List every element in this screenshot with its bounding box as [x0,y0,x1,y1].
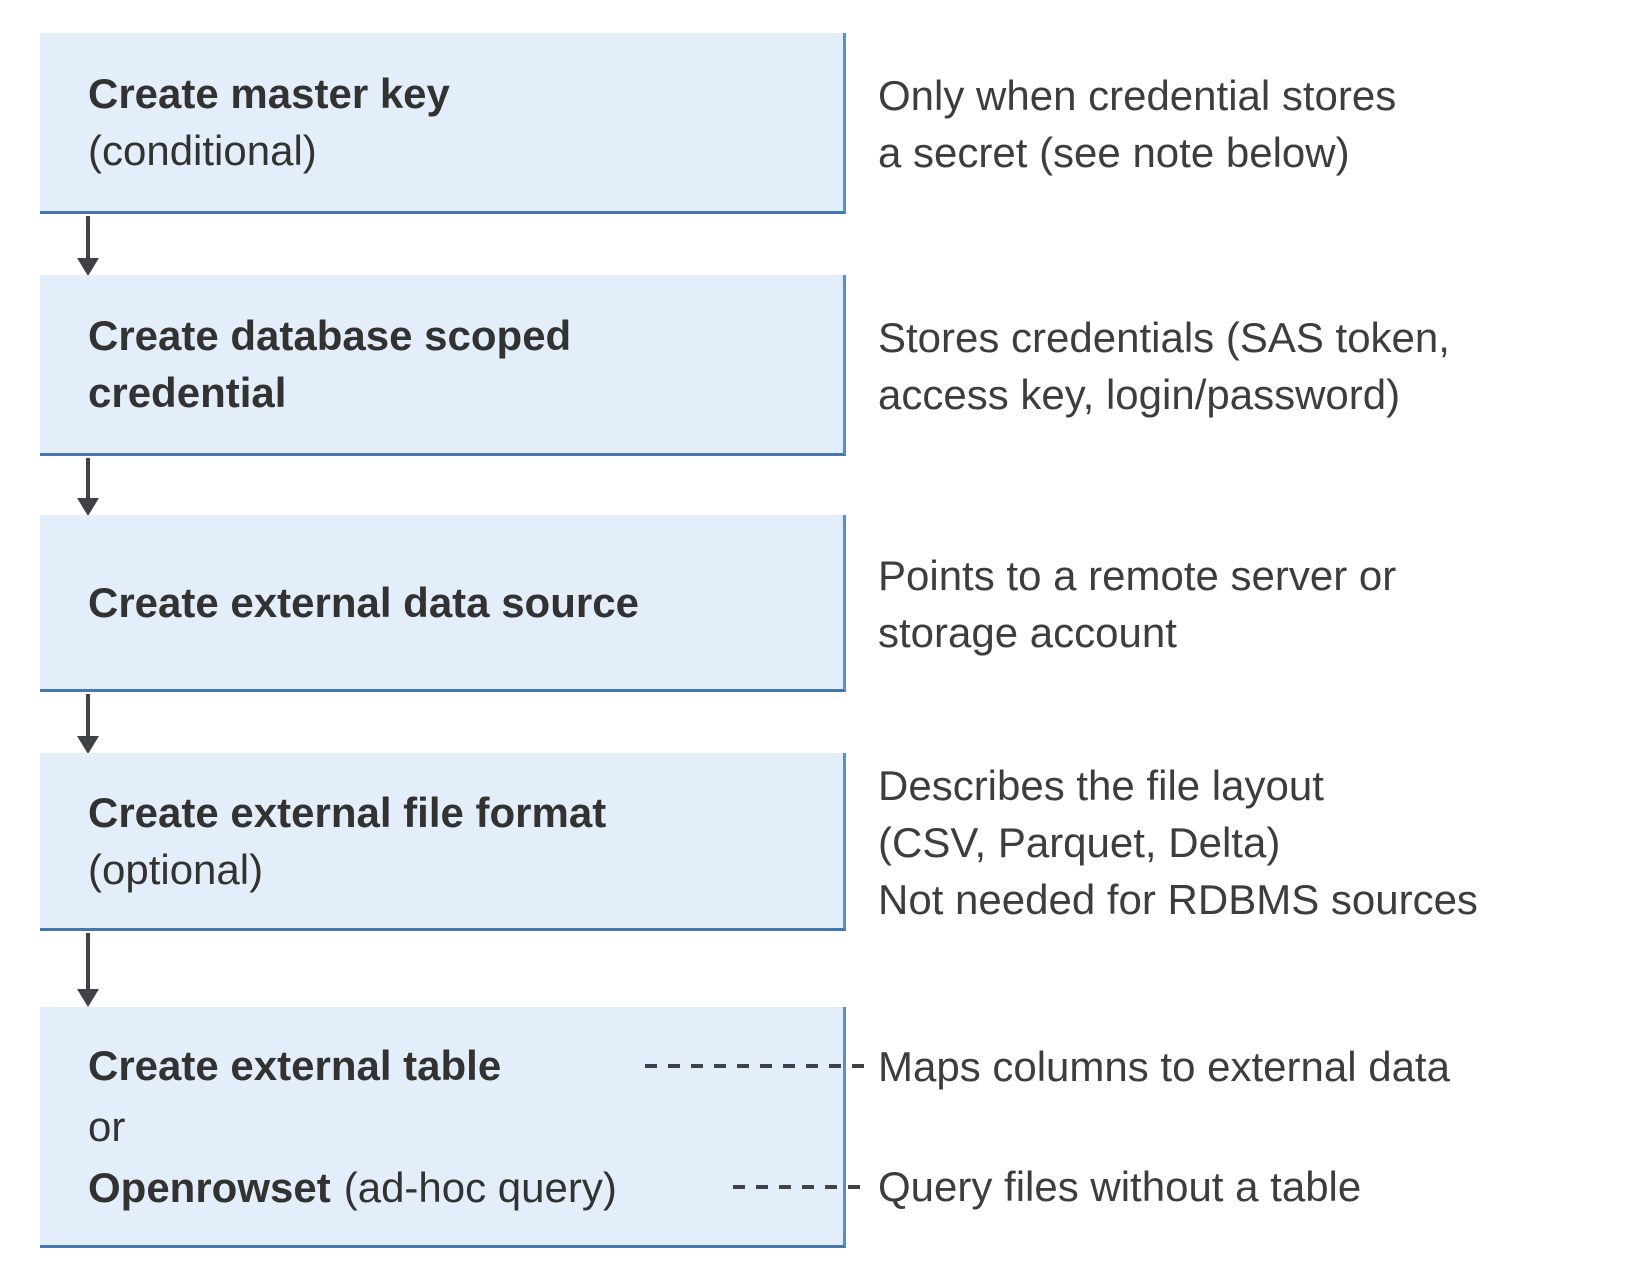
step-title: Create external table [88,1041,502,1089]
down-arrow-icon [77,694,99,754]
down-arrow-icon [77,216,99,276]
step-note-openrowset: Query files without a table [878,1163,1362,1210]
step-note-credential: Stores credentials (SAS token, access ke… [878,313,1450,418]
arrow-shaft [86,933,90,991]
arrow-shaft [86,216,90,260]
step-alt-suffix: (ad-hoc query) [343,1163,617,1211]
down-arrow-icon [77,458,99,516]
step-title: Create external file format [88,788,607,836]
arrow-head [77,736,99,754]
arrow-head [77,258,99,276]
step-note-file-format: Describes the file layout (CSV, Parquet,… [878,761,1478,923]
step-note-master-key: Only when credential stores a secret (se… [878,71,1397,176]
step-alt-title-line: Openrowset(ad-hoc query) [88,1157,823,1218]
step-alt-title: Openrowset [88,1163,331,1211]
step-box-create-database-scoped-credential: Create database scoped credential [40,275,846,456]
down-arrow-icon [77,933,99,1007]
arrow-head [77,989,99,1007]
arrow-shaft [86,458,90,500]
dashed-connector-openrowset [733,1185,867,1189]
step-note-data-source: Points to a remote server or storage acc… [878,551,1397,656]
step-subtitle: (conditional) [88,127,317,174]
step-box-create-external-data-source: Create external data source [40,515,846,692]
step-box-create-master-key: Create master key (conditional) [40,33,846,214]
step-title: Create external data source [88,578,639,626]
arrow-head [77,498,99,516]
step-title: Create master key [88,70,450,117]
step-subtitle: (optional) [88,845,264,893]
dashed-connector-external-table [645,1064,867,1068]
step-box-create-external-file-format: Create external file format (optional) [40,753,846,931]
step-note-external-table: Maps columns to external data [878,1043,1450,1090]
step-or-label: or [88,1102,126,1150]
arrow-shaft [86,694,90,738]
step-title: Create database scoped credential [88,312,572,416]
step-box-create-external-table-or-openrowset: Create external table or Openrowset(ad-h… [40,1007,846,1248]
